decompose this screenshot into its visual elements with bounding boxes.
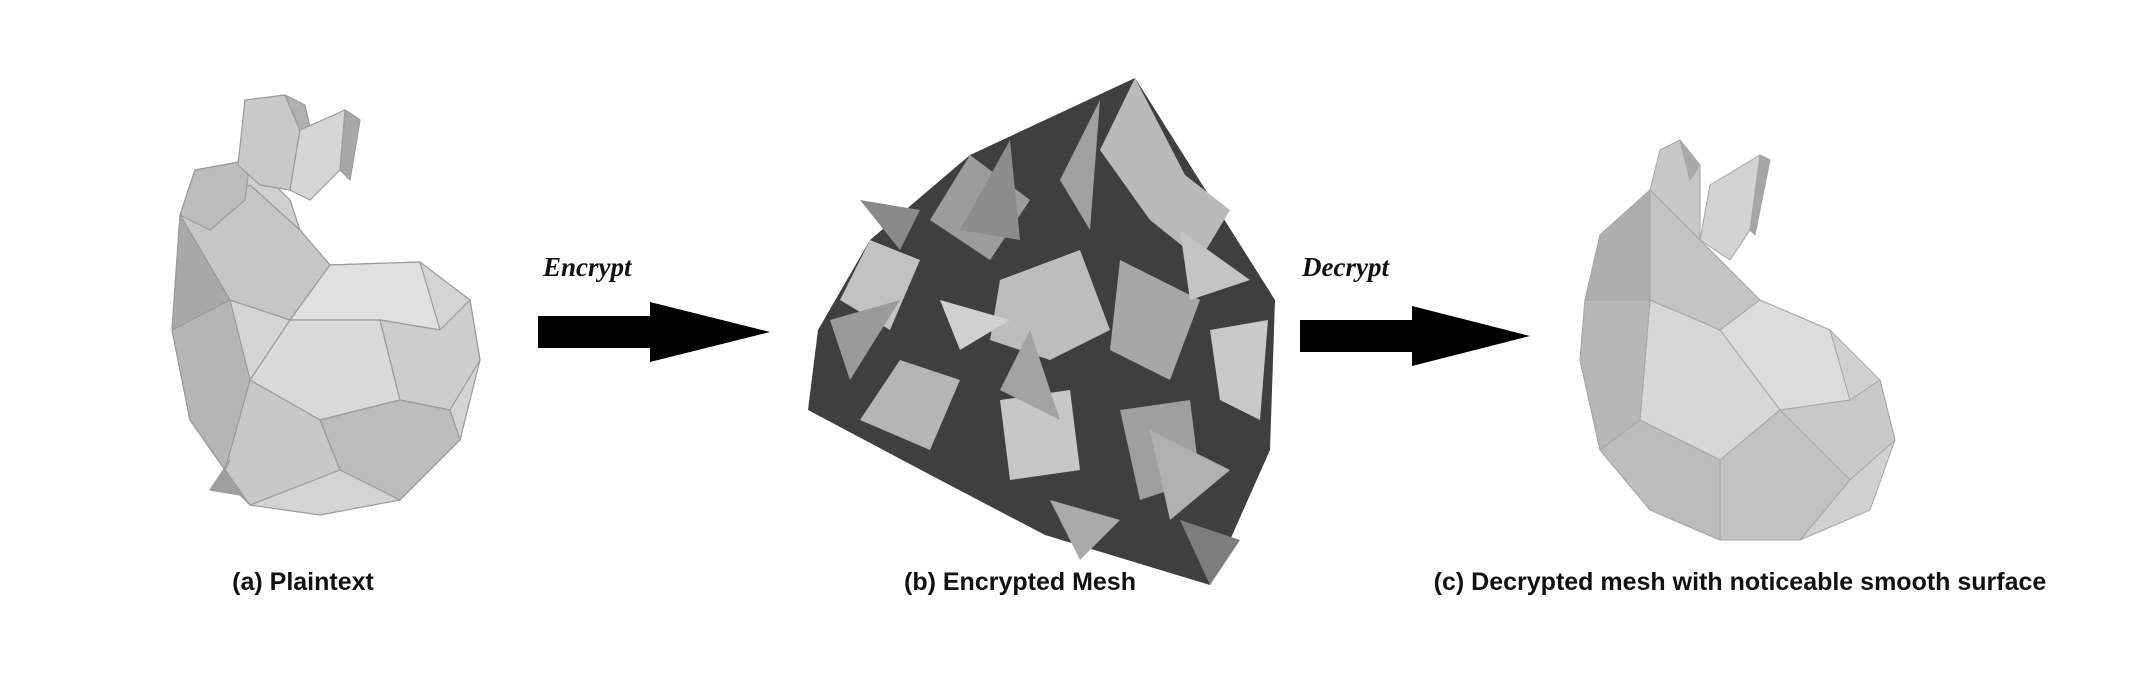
encrypt-arrow [538,302,770,362]
encrypt-label: Encrypt [543,252,632,282]
encrypted-spiky-mesh [808,78,1275,585]
decrypt-label: Decrypt [1302,252,1389,282]
caption-b: (b) Encrypted Mesh [904,568,1136,596]
caption-c: (c) Decrypted mesh with noticeable smoot… [1433,568,2047,596]
caption-a: (a) Plaintext [232,568,374,596]
plaintext-bunny-mesh [171,94,481,516]
decrypted-bunny-mesh [1579,139,1896,541]
decrypt-arrow [1300,306,1530,366]
